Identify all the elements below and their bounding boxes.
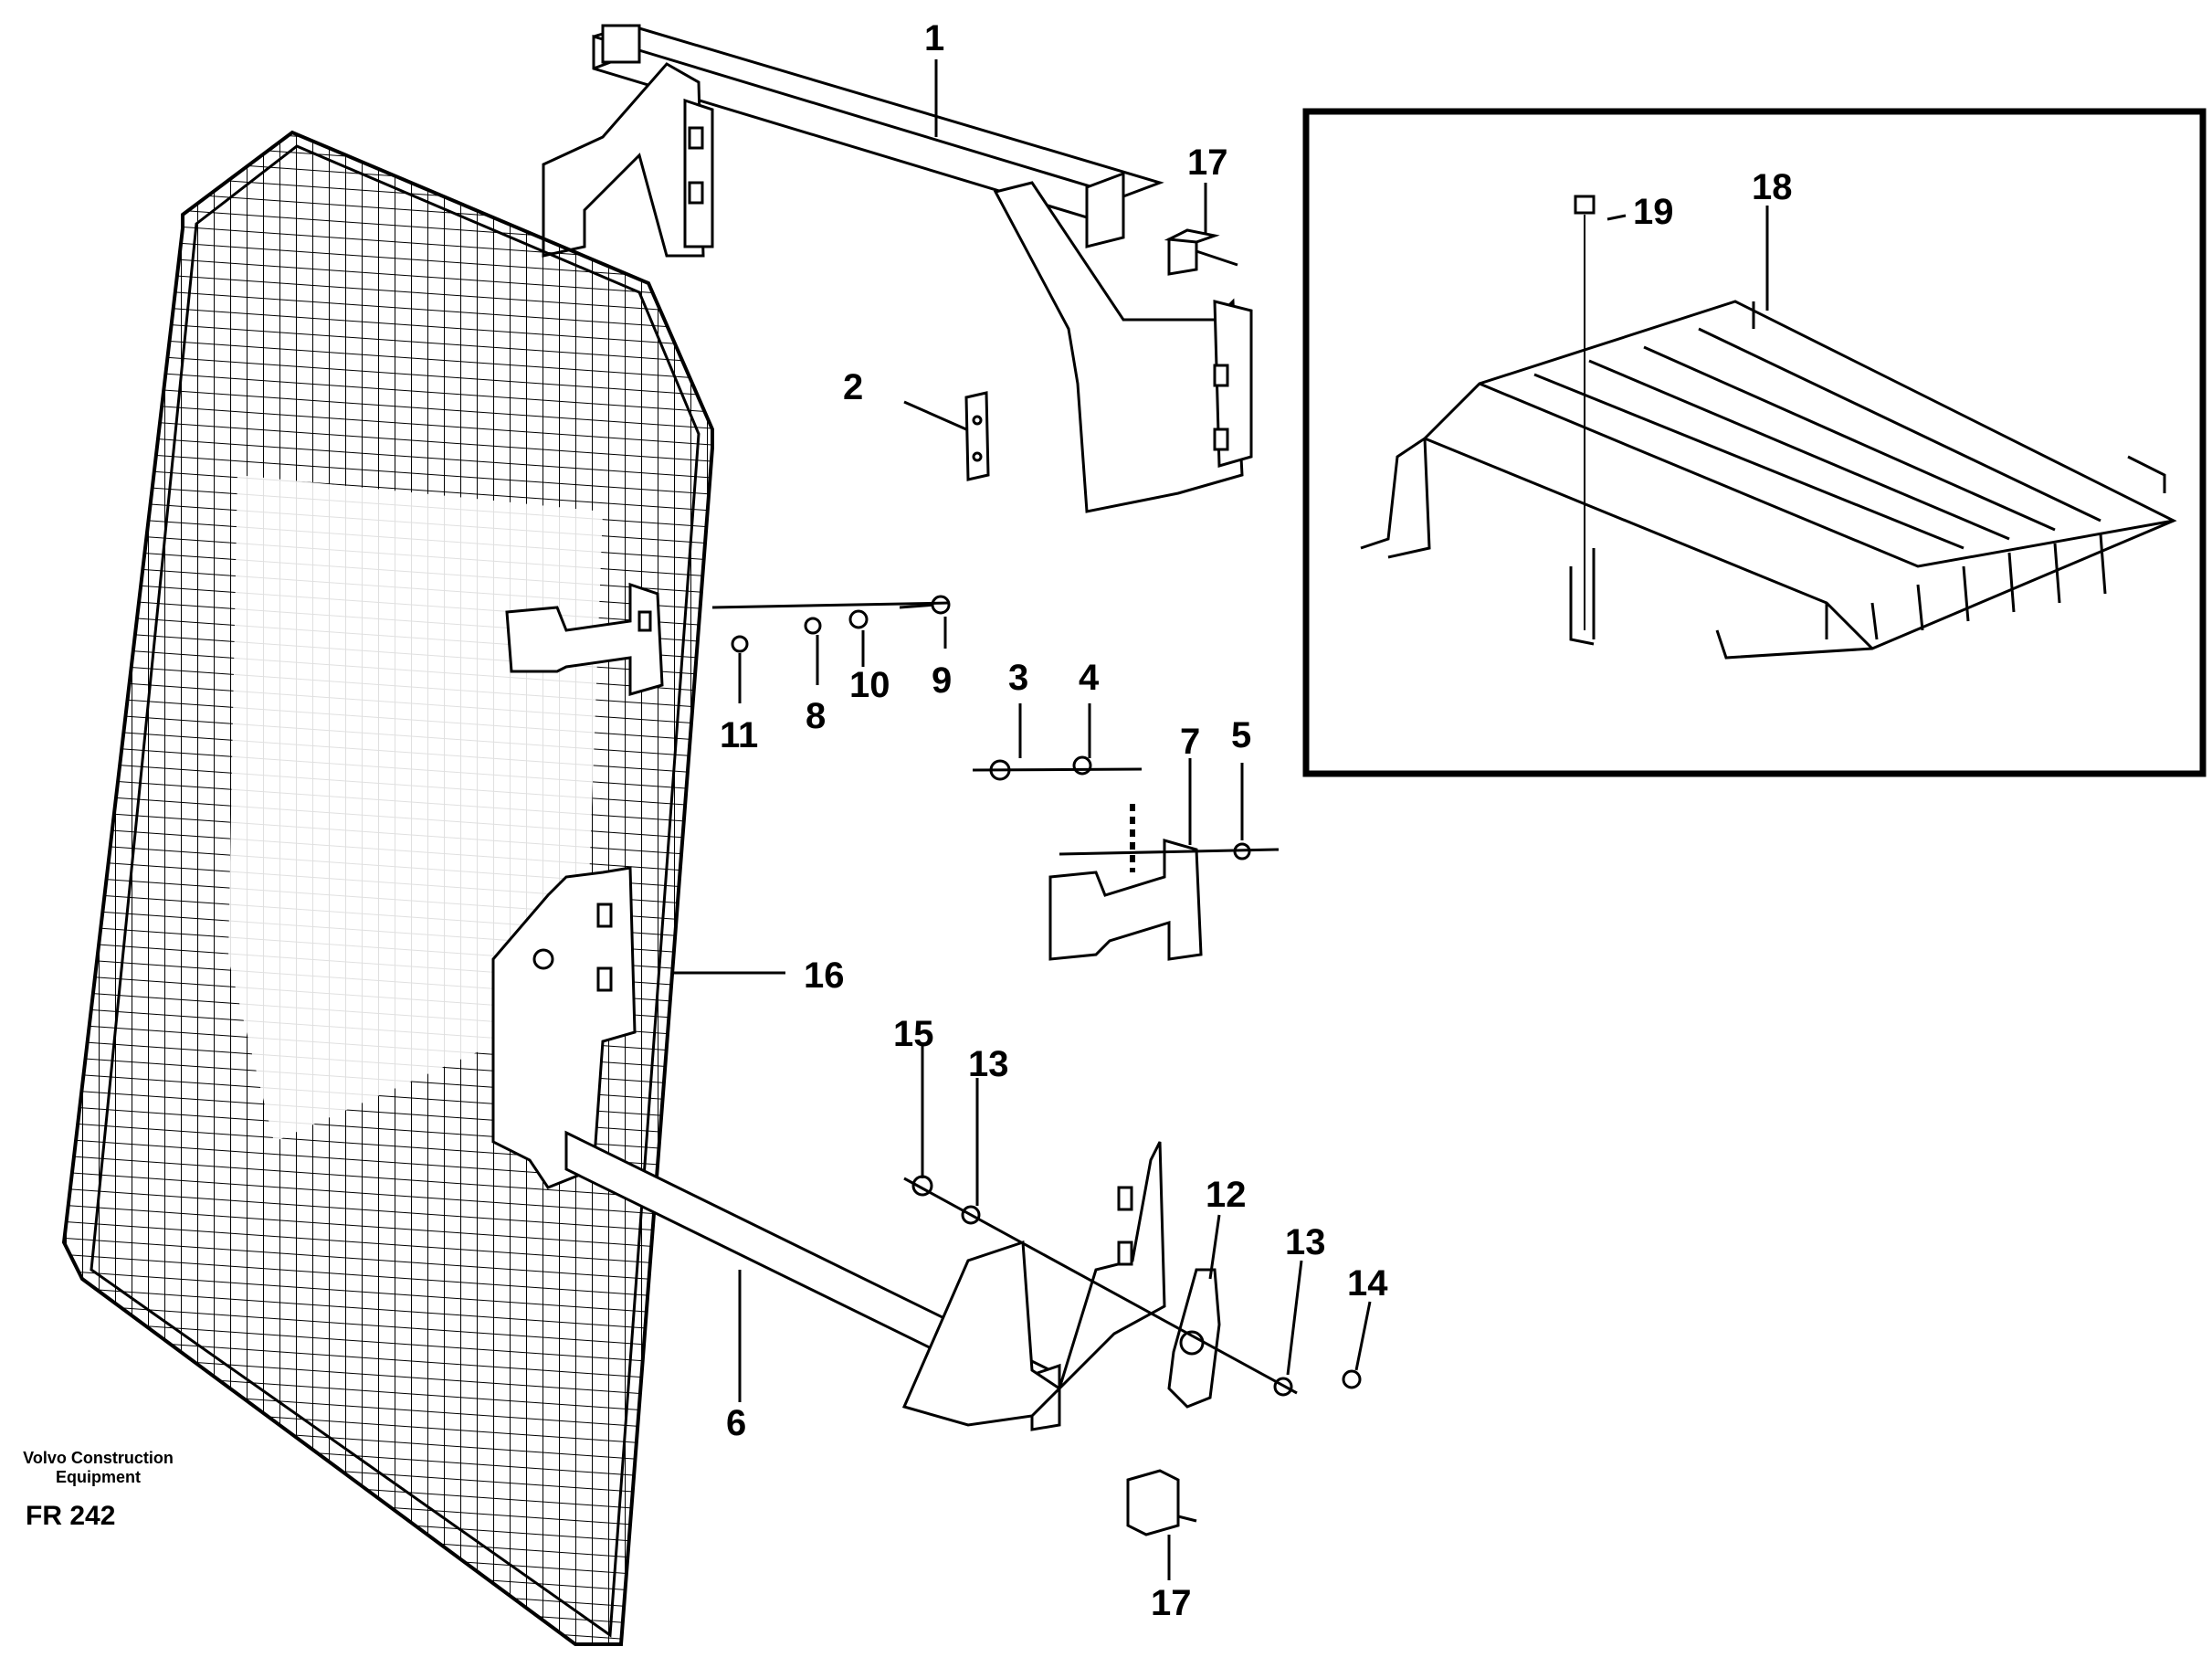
figure-code: FR 242	[26, 1501, 116, 1531]
plate-part-2	[903, 391, 990, 481]
callout-18: 18	[1752, 167, 1793, 207]
lower-right-bracket	[901, 1141, 1166, 1427]
callout-15: 15	[893, 1014, 934, 1054]
fasteners	[711, 595, 1362, 1397]
callout-5: 5	[1231, 715, 1252, 755]
rubber-buffer-top	[1164, 228, 1238, 276]
callout-1: 1	[924, 18, 945, 58]
brand-label: Volvo Construction Equipment	[9, 1449, 187, 1486]
callout-4: 4	[1079, 658, 1100, 698]
center-hinge-bracket	[491, 866, 637, 1189]
leader-lines	[671, 59, 1769, 1580]
top-cross-bar	[592, 24, 1164, 248]
brand-line-2: Equipment	[56, 1467, 141, 1486]
callout-3: 3	[1008, 658, 1029, 698]
callout-14: 14	[1347, 1263, 1388, 1304]
callout-7: 7	[1180, 722, 1201, 762]
brand-line-1: Volvo Construction	[23, 1449, 174, 1467]
callout-2: 2	[843, 367, 864, 407]
callout-9: 9	[932, 660, 953, 701]
upper-right-bracket	[993, 181, 1253, 513]
rubber-buffer-bottom	[1126, 1469, 1197, 1536]
callout-13-upper: 13	[968, 1044, 1009, 1084]
callout-8: 8	[806, 696, 827, 736]
callout-17-top: 17	[1187, 143, 1228, 183]
callout-10: 10	[849, 665, 890, 705]
callout-13-lower: 13	[1285, 1222, 1326, 1262]
upper-left-bracket	[542, 62, 714, 258]
callout-17-bottom: 17	[1151, 1583, 1192, 1623]
mid-left-bracket	[505, 582, 664, 696]
inset-bolt-19	[1574, 195, 1596, 630]
inset-frame	[1302, 108, 2207, 777]
mid-right-bracket	[1048, 804, 1203, 961]
callout-6: 6	[726, 1403, 747, 1443]
inset-wire-guard	[1360, 300, 2177, 660]
callout-11: 11	[720, 715, 759, 755]
callout-12: 12	[1206, 1175, 1247, 1215]
callout-19: 19	[1633, 192, 1674, 232]
callout-16: 16	[804, 955, 845, 996]
